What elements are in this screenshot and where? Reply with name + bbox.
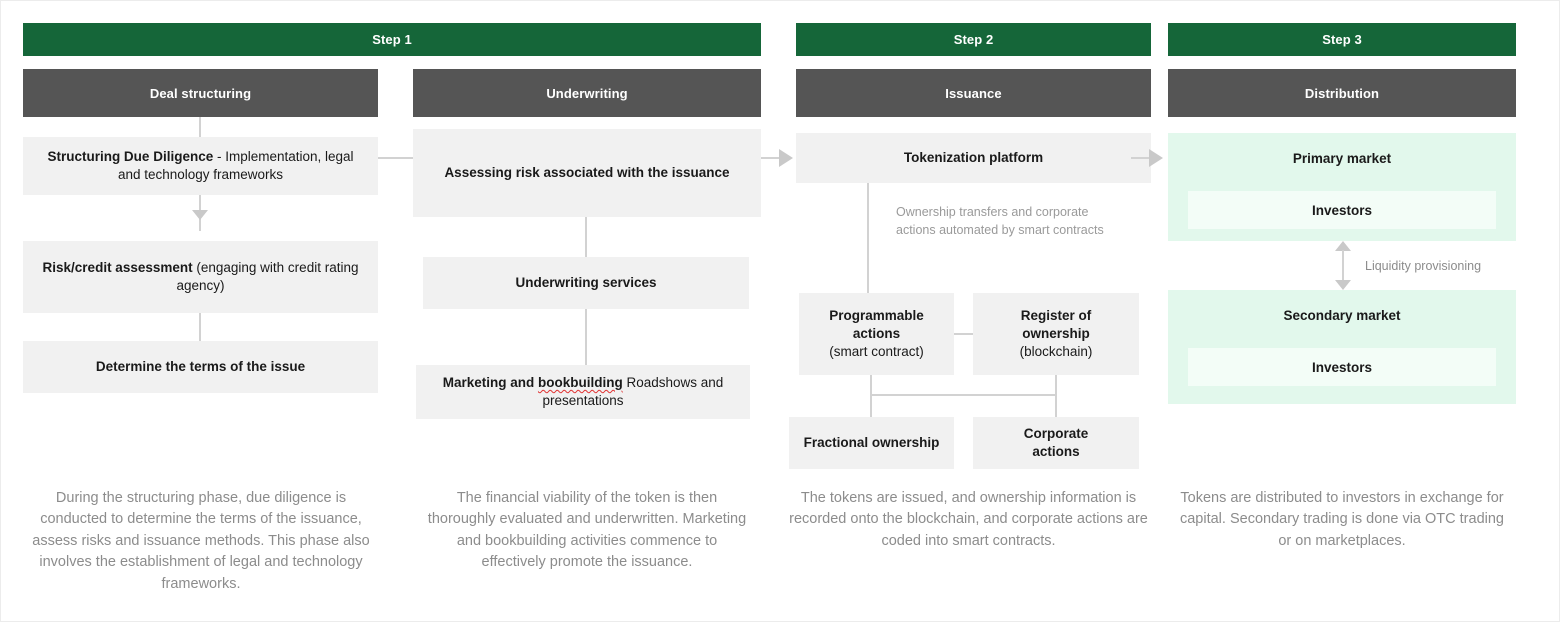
connector-underwriting-to-issuance (761, 157, 781, 159)
connector-issuance-to-distribution (1131, 157, 1151, 159)
underwriting-services-label: Underwriting services (515, 274, 657, 290)
structuring-due-diligence-bold: Structuring Due Diligence (47, 148, 214, 164)
secondary-market-label: Secondary market (1283, 308, 1401, 323)
connector-underwriting-services-to-marketing (585, 309, 587, 365)
step-header-step-3: Step 3 (1168, 23, 1516, 56)
connector-box2-to-box3 (199, 313, 201, 341)
determine-terms-label: Determine the terms of the issue (95, 358, 306, 374)
box-secondary-market-investors: Investors (1188, 348, 1496, 386)
arrow-down-icon-liquidity (1335, 280, 1351, 290)
box-primary-market-investors: Investors (1188, 191, 1496, 229)
box-structuring-due-diligence: Structuring Due Diligence - Implementati… (23, 137, 378, 195)
box-determine-terms-of-issue: Determine the terms of the issue (23, 341, 378, 393)
connector-platform-to-programmable (867, 183, 869, 293)
marketing-bold-prefix: Marketing and (442, 374, 538, 390)
box-primary-market: Primary market Investors (1168, 133, 1516, 241)
fractional-ownership-label: Fractional ownership (803, 434, 940, 450)
register-of-ownership-sublabel: (blockchain) (1019, 344, 1093, 360)
secondary-market-investors-label: Investors (1311, 359, 1373, 375)
connector-programmable-down (870, 375, 872, 395)
assessing-risk-label: Assessing risk associated with the issua… (444, 164, 730, 180)
step-header-step-2: Step 2 (796, 23, 1151, 56)
programmable-actions-sublabel: (smart contract) (829, 344, 924, 360)
corporate-actions-label: Corporate (1023, 425, 1089, 441)
box-register-of-ownership: Register of ownership (blockchain) (973, 293, 1139, 375)
box-secondary-market: Secondary market Investors (1168, 290, 1516, 404)
connector-deal-to-underwriting (378, 157, 414, 159)
phase-label-distribution: Distribution (1304, 85, 1380, 101)
connector-bus-to-fractional (870, 394, 872, 417)
box-fractional-ownership: Fractional ownership (789, 417, 954, 469)
box-underwriting-services: Underwriting services (423, 257, 749, 309)
box-corporate-actions: Corporate actions (973, 417, 1139, 469)
phase-label-deal-structuring: Deal structuring (149, 85, 252, 101)
risk-credit-assessment-bold: Risk/credit assessment (42, 259, 193, 275)
step-2-label: Step 2 (953, 32, 994, 47)
connector-assessing-to-underwriting-services (585, 217, 587, 257)
arrow-right-icon-to-distribution (1149, 149, 1163, 167)
caption-step-2: The financial viability of the token is … (427, 490, 747, 571)
connector-liquidity-line (1342, 250, 1344, 282)
register-of-ownership-label: Register of ownership (1020, 307, 1092, 341)
step-3-label: Step 3 (1322, 32, 1362, 47)
box-risk-credit-assessment: Risk/credit assessment (engaging with cr… (23, 241, 378, 313)
caption-step-1: During the structuring phase, due dilige… (32, 490, 370, 592)
connector-programmable-to-register (954, 333, 973, 335)
phase-header-deal-structuring: Deal structuring (23, 69, 378, 117)
liquidity-provisioning-label: Liquidity provisioning (1365, 259, 1482, 273)
marketing-rest: Roadshows and presentations (542, 374, 724, 408)
phase-header-issuance: Issuance (796, 69, 1151, 117)
connector-issuance-bus (870, 394, 1057, 396)
primary-market-label: Primary market (1292, 151, 1392, 166)
step-header-step-1: Step 1 (23, 23, 761, 56)
phase-header-underwriting: Underwriting (413, 69, 761, 117)
programmable-actions-label: Programmable actions (829, 307, 924, 341)
arrow-right-icon-to-issuance (779, 149, 793, 167)
box-tokenization-platform: Tokenization platform (796, 133, 1151, 183)
arrow-up-icon-liquidity (1335, 241, 1351, 251)
tokenization-platform-label: Tokenization platform (903, 149, 1044, 165)
caption-step-3: The tokens are issued, and ownership inf… (789, 490, 1148, 549)
note-ownership-transfers: Ownership transfers and corporate action… (896, 205, 1104, 238)
phase-label-underwriting: Underwriting (546, 85, 628, 101)
box-assessing-risk: Assessing risk associated with the issua… (413, 129, 761, 217)
risk-credit-assessment-rest: (engaging with credit rating agency) (176, 259, 359, 293)
phase-header-distribution: Distribution (1168, 69, 1516, 117)
connector-deal-header-to-box1 (199, 117, 201, 137)
box-marketing-bookbuilding: Marketing and bookbuilding Roadshows and… (416, 365, 750, 419)
caption-step-4: Tokens are distributed to investors in e… (1179, 490, 1504, 549)
corporate-actions-label-2: actions (1032, 444, 1080, 459)
box-programmable-actions: Programmable actions (smart contract) (799, 293, 954, 375)
primary-market-investors-label: Investors (1311, 202, 1373, 218)
connector-bus-to-corporate (1055, 394, 1057, 417)
step-1-label: Step 1 (372, 32, 412, 47)
structuring-due-diligence-rest: - Implementation, legal and technology f… (117, 148, 354, 182)
arrow-down-icon-to-risk-assessment (192, 210, 208, 220)
connector-register-down (1055, 375, 1057, 395)
phase-label-issuance: Issuance (945, 85, 1002, 101)
bookbuilding-misspelled-word: bookbuilding (537, 374, 623, 390)
